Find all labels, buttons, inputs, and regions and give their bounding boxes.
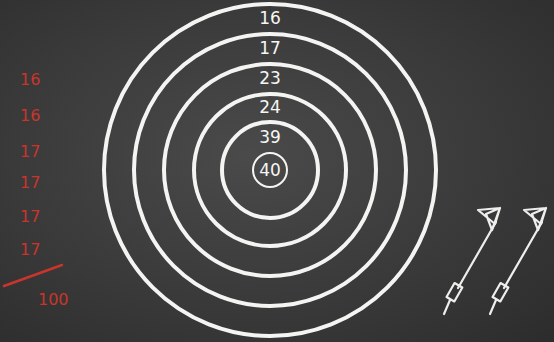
score-number: 39: [224, 127, 316, 147]
dart-right: [490, 208, 546, 314]
dart-left: [444, 208, 500, 314]
tally-score: 100: [38, 290, 69, 309]
tally-score: 16: [20, 70, 40, 89]
target-ring: 39 40: [220, 120, 320, 220]
target-ring: 16 17 23 24 39 40: [102, 2, 438, 338]
tally-score: 17: [20, 142, 40, 161]
tally-score: 17: [20, 240, 40, 259]
target-ring: 40: [252, 152, 288, 188]
score-number: 23: [166, 68, 374, 88]
tally-score: 16: [20, 106, 40, 125]
target-ring: 17 23 24 39 40: [132, 32, 408, 308]
target-ring: 24 39 40: [192, 92, 348, 248]
score-number: 16: [106, 8, 434, 28]
score-number: 17: [136, 38, 404, 58]
score-number: 40: [254, 160, 286, 180]
score-number: 24: [196, 97, 344, 117]
target-ring: 23 24 39 40: [162, 62, 378, 278]
tally-score: 17: [20, 207, 40, 226]
sum-line: [4, 265, 62, 286]
tally-score: 17: [20, 173, 40, 192]
